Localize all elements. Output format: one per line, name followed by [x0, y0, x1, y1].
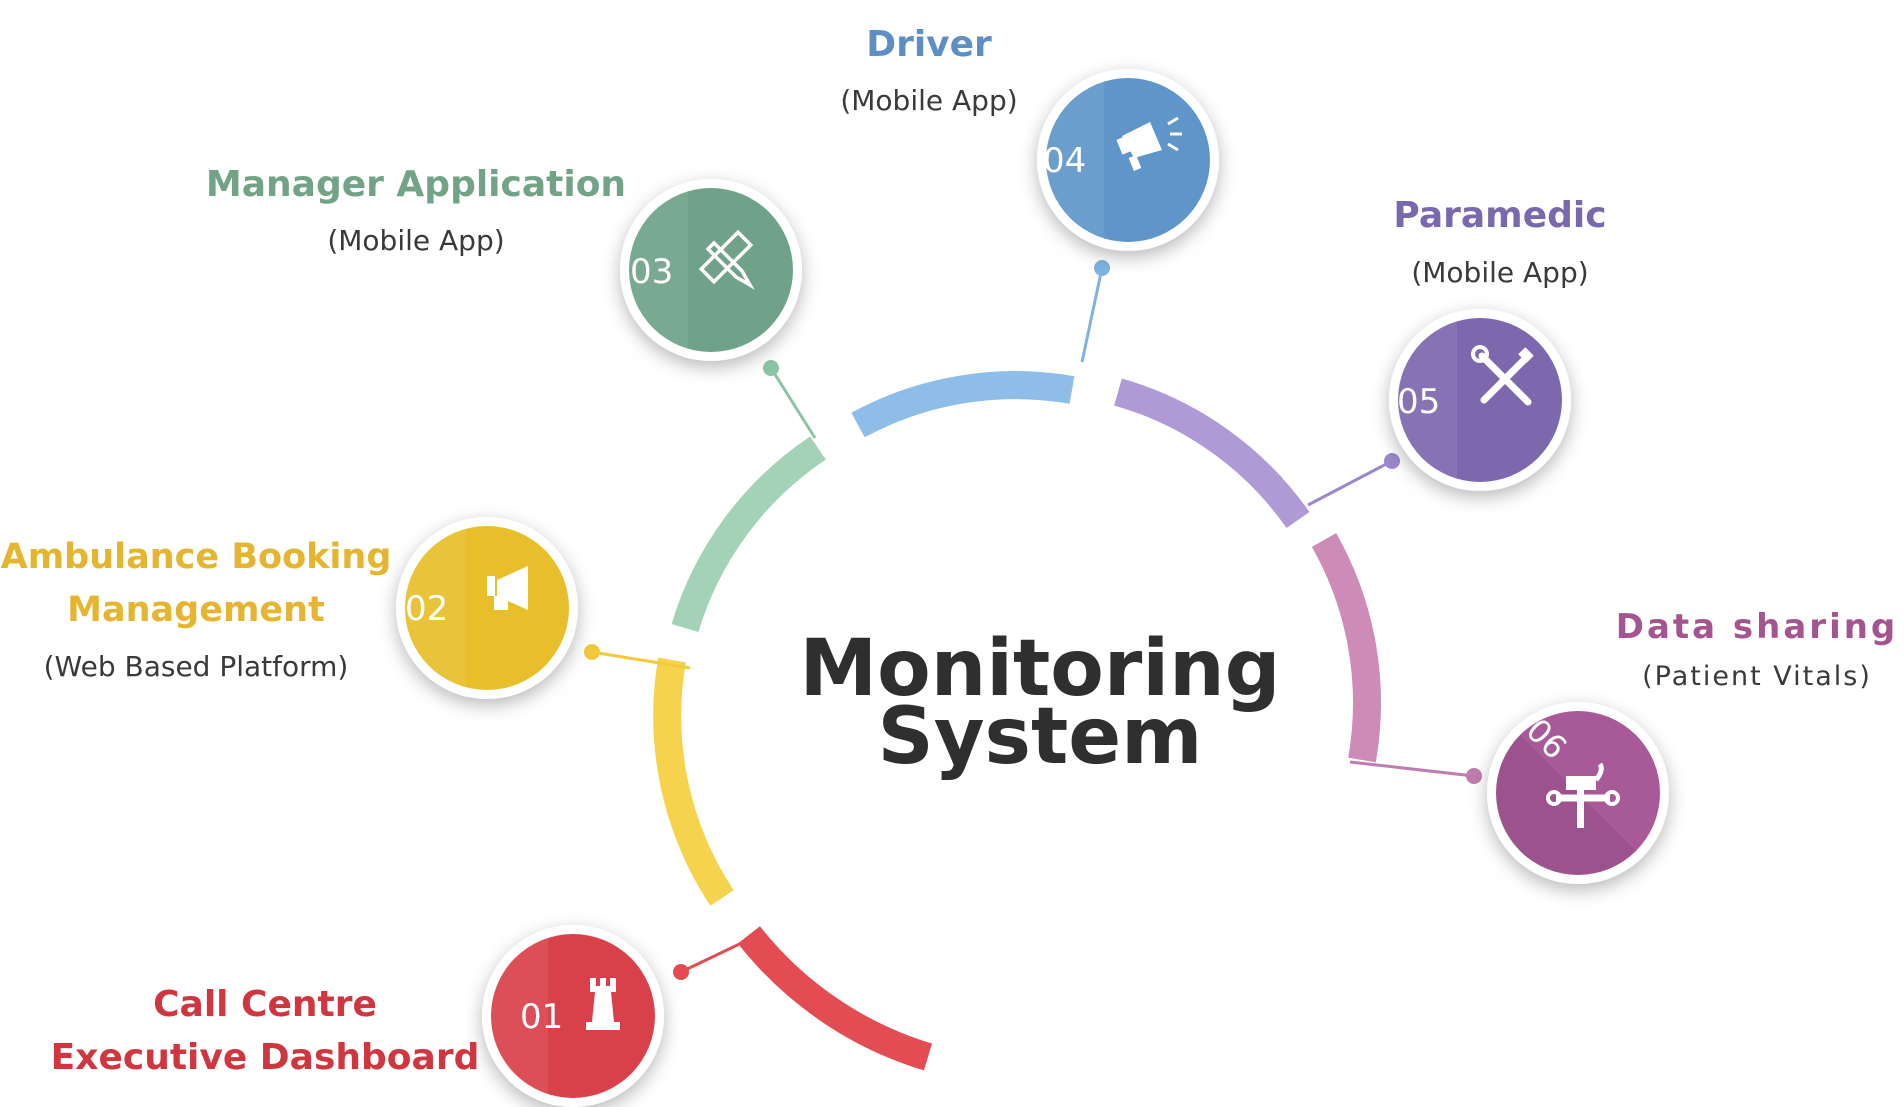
node-01-disc [491, 934, 655, 1098]
connector-05 [1307, 459, 1393, 507]
connector-dot-03 [763, 360, 779, 376]
node-04[interactable]: 04 [1037, 69, 1219, 251]
node-02-half-shade [405, 529, 466, 687]
node-02-number: 02 [405, 589, 448, 629]
connector-02 [591, 650, 691, 670]
connector-04 [1080, 267, 1104, 363]
node-06[interactable]: 06 [1487, 702, 1669, 884]
ring-arc-pink [1311, 533, 1381, 763]
label-04-subtitle: (Mobile App) [840, 84, 1017, 117]
node-05[interactable]: 05 [1389, 309, 1571, 491]
node-04-disc [1046, 78, 1210, 242]
label-05: Paramedic (Mobile App) [1393, 195, 1606, 289]
label-02-subtitle: (Web Based Platform) [44, 650, 349, 683]
node-01-number: 01 [520, 997, 563, 1037]
node-04-half-shade [1043, 81, 1104, 239]
label-02: Ambulance Booking Management (Web Based … [1, 537, 392, 683]
connector-dot-04 [1094, 260, 1110, 276]
connector-dot-02 [584, 644, 600, 660]
megaphone-icon [487, 566, 528, 610]
label-03: Manager Application (Mobile App) [206, 164, 626, 257]
node-05-number: 05 [1397, 382, 1440, 422]
node-06-half-shade [1496, 735, 1636, 875]
connector-dot-05 [1384, 453, 1400, 469]
node-02[interactable]: 02 [396, 517, 578, 699]
tools-icon [1471, 345, 1534, 406]
connector-06 [1349, 760, 1475, 778]
connector-dot-01 [673, 964, 689, 980]
node-01-half-shade [491, 938, 548, 1094]
label-01: Call Centre Executive Dashboard [51, 984, 480, 1078]
label-06-title-line1: Data sharing [1616, 607, 1899, 647]
ring-arc-purple [1114, 378, 1310, 529]
node-04-number: 04 [1043, 141, 1086, 181]
node-03[interactable]: 03 [620, 179, 802, 361]
label-02-title-line2: Management [67, 590, 325, 630]
connectors [584, 260, 1482, 980]
label-03-title-line1: Manager Application [206, 164, 626, 205]
node-03-disc [629, 188, 793, 352]
label-02-title-line1: Ambulance Booking [1, 537, 392, 577]
ring-arc-blue [851, 371, 1075, 438]
ring-arc-red [737, 926, 933, 1071]
center-title-line2: System [878, 692, 1203, 782]
ring-arc-yellow [653, 657, 734, 906]
label-01-title-line2: Executive Dashboard [51, 1037, 480, 1078]
ring [653, 371, 1381, 1071]
hammer-wrench-icon [1546, 762, 1620, 828]
label-03-subtitle: (Mobile App) [327, 224, 504, 257]
label-04: Driver (Mobile App) [840, 24, 1017, 117]
connector-dot-06 [1466, 768, 1482, 784]
label-04-title-line1: Driver [866, 24, 992, 65]
connector-01 [680, 936, 753, 974]
ring-arc-green [671, 436, 826, 633]
node-03-half-shade [627, 191, 688, 349]
node-01[interactable]: 01 [482, 925, 664, 1107]
pencil-ruler-icon [698, 229, 755, 290]
label-05-title-line1: Paramedic [1393, 195, 1606, 236]
label-06: Data sharing (Patient Vitals) [1616, 607, 1899, 692]
center-label: Monitoring System [800, 624, 1281, 782]
center-title-line1: Monitoring [800, 624, 1281, 714]
node-03-number: 03 [630, 252, 673, 292]
node-05-half-shade [1396, 321, 1457, 479]
label-05-subtitle: (Mobile App) [1411, 256, 1588, 289]
chess-rook-icon [586, 978, 620, 1030]
label-01-title-line1: Call Centre [153, 984, 377, 1025]
label-06-subtitle: (Patient Vitals) [1642, 661, 1872, 692]
bullhorn-icon [1116, 116, 1182, 171]
connector-03 [769, 367, 817, 439]
